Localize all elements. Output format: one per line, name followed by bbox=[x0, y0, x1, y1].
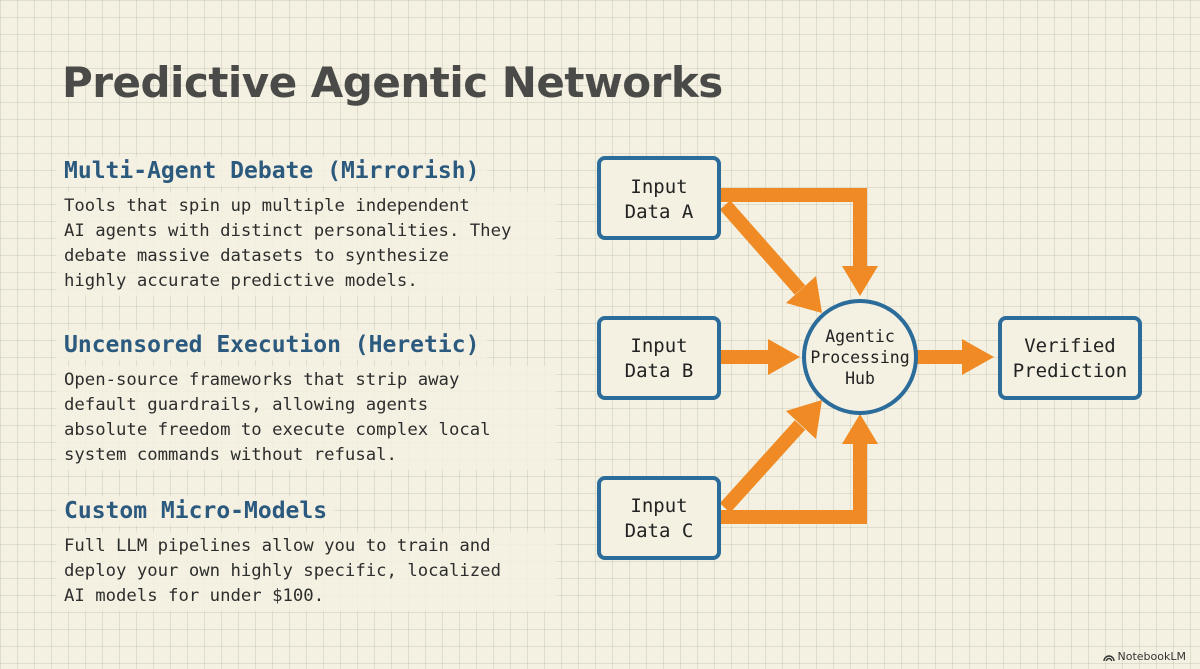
brand-name: NotebookLM bbox=[1117, 650, 1186, 663]
section-body: Open-source frameworks that strip away d… bbox=[56, 366, 556, 470]
notebooklm-logo-icon bbox=[1102, 654, 1115, 661]
section-body: Full LLM pipelines allow you to train an… bbox=[56, 532, 556, 611]
arrow-input-a-to-hub-top bbox=[720, 188, 878, 296]
page-title: Predictive Agentic Networks bbox=[62, 58, 723, 107]
arrow-input-c-to-hub-bottom bbox=[720, 414, 878, 524]
node-label-line: Input bbox=[630, 335, 687, 357]
node-label-line: Verified bbox=[1024, 335, 1116, 357]
verified-prediction-node: Verified Prediction bbox=[998, 316, 1142, 400]
hub-label-line: Agentic bbox=[825, 327, 895, 346]
hub-label-line: Hub bbox=[845, 369, 875, 388]
section-multi-agent-debate: Multi-Agent Debate (Mirrorish) Tools tha… bbox=[56, 156, 556, 296]
brand-watermark: NotebookLM bbox=[1102, 650, 1186, 663]
section-body: Tools that spin up multiple independent … bbox=[56, 192, 556, 296]
section-heading: Uncensored Execution (Heretic) bbox=[56, 330, 488, 360]
node-label-line: Data A bbox=[625, 201, 694, 223]
agentic-processing-hub-node: Agentic Processing Hub bbox=[802, 299, 918, 415]
section-custom-micro-models: Custom Micro-Models Full LLM pipelines a… bbox=[56, 496, 556, 611]
node-label-line: Data B bbox=[625, 360, 694, 382]
section-heading: Multi-Agent Debate (Mirrorish) bbox=[56, 156, 488, 186]
input-data-b-node: Input Data B bbox=[597, 316, 721, 400]
node-label-line: Input bbox=[630, 495, 687, 517]
node-label-line: Prediction bbox=[1013, 360, 1127, 382]
arrow-input-a-to-hub bbox=[719, 200, 822, 313]
arrows bbox=[719, 188, 994, 524]
node-label-line: Input bbox=[630, 176, 687, 198]
input-data-a-node: Input Data A bbox=[597, 156, 721, 240]
node-label-line: Data C bbox=[625, 520, 694, 542]
section-heading: Custom Micro-Models bbox=[56, 496, 336, 526]
input-data-c-node: Input Data C bbox=[597, 476, 721, 560]
arrow-input-b-to-hub bbox=[720, 339, 800, 375]
arrow-hub-to-output bbox=[914, 339, 994, 375]
section-uncensored-execution: Uncensored Execution (Heretic) Open-sour… bbox=[56, 330, 556, 470]
hub-label-line: Processing bbox=[810, 348, 909, 367]
arrow-input-c-to-hub bbox=[719, 400, 822, 513]
